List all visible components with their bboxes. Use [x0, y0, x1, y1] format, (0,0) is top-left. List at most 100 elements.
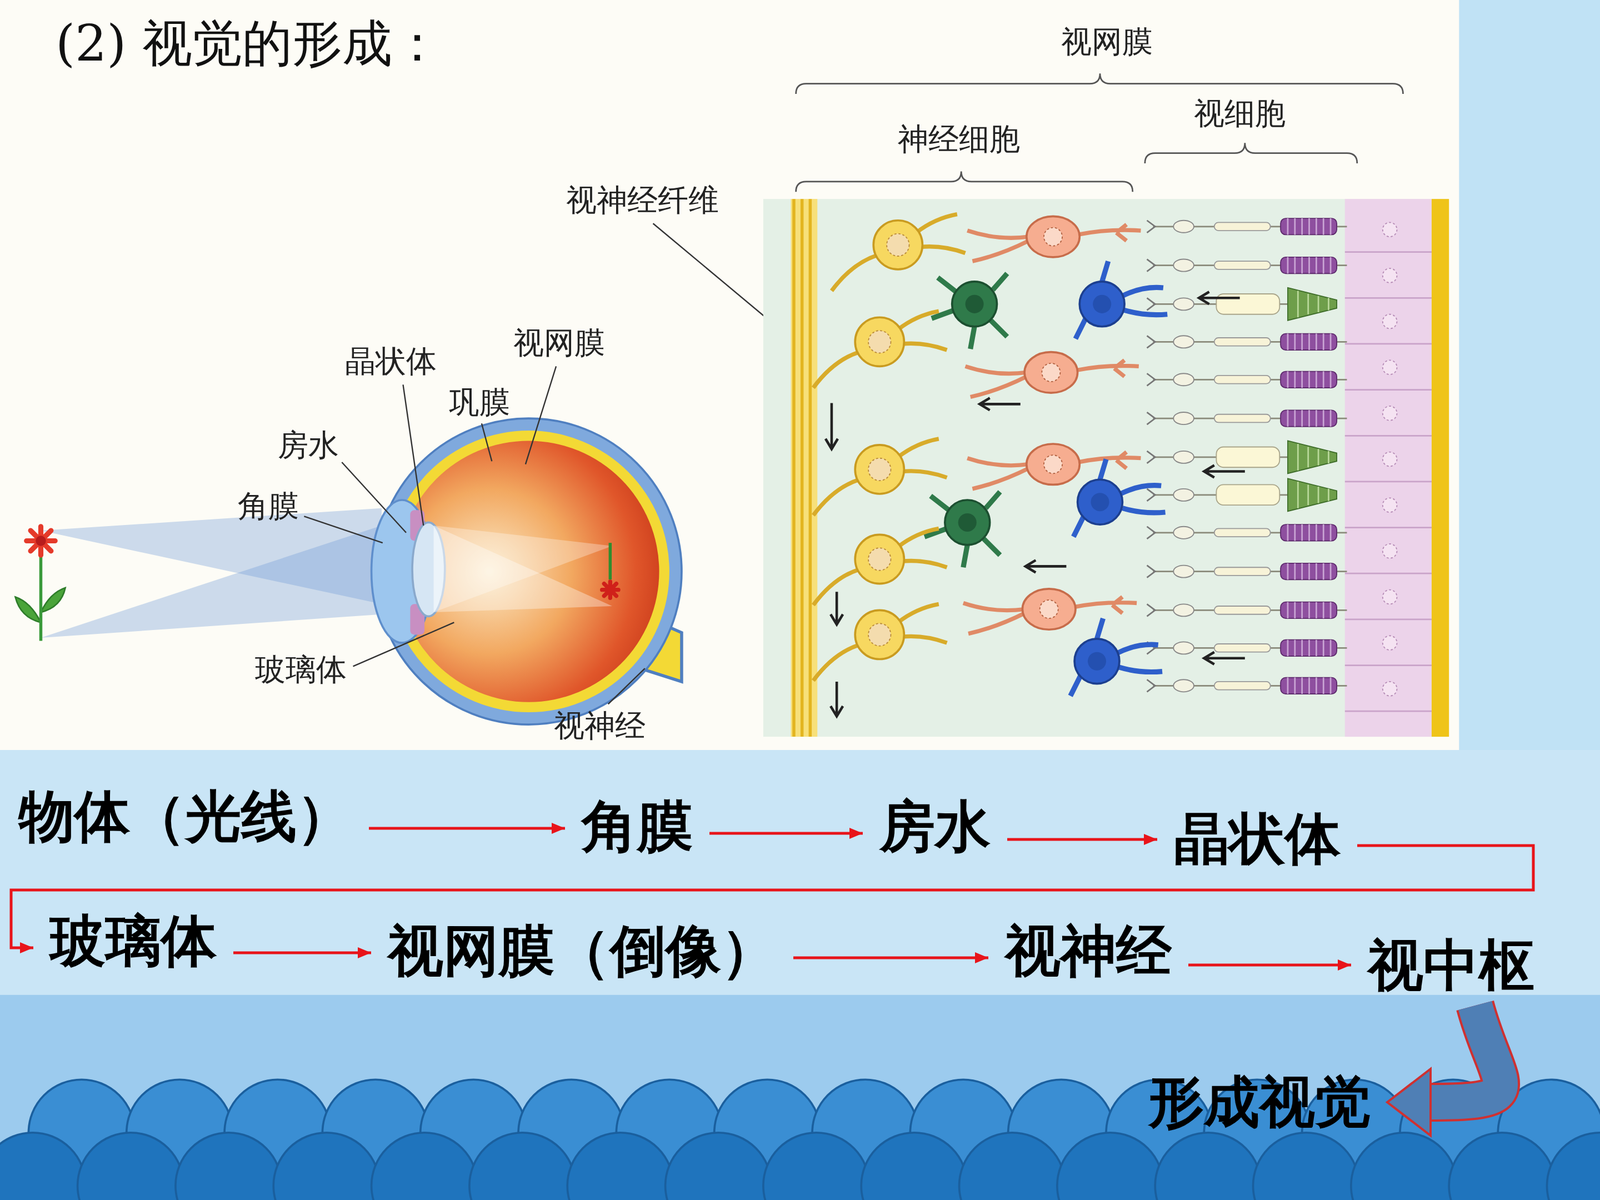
- retina-section: [1345, 681, 1432, 712]
- retina-section: [1345, 406, 1432, 436]
- wave-pattern: [0, 1132, 86, 1200]
- retina-section: [813, 438, 948, 516]
- retina-section: [1146, 602, 1347, 619]
- retina-section: [1146, 677, 1347, 694]
- retina-section: [1146, 257, 1347, 274]
- flow-step: 房水: [862, 793, 1008, 860]
- arrow-line: [233, 951, 372, 955]
- retina-section: [1345, 198, 1432, 737]
- arrow-head: [1337, 959, 1352, 971]
- flow-step-text: 视网膜（倒像）: [387, 917, 777, 985]
- leader-lines: [403, 384, 424, 525]
- retina-section: [1345, 635, 1432, 665]
- retina-section: [1075, 261, 1168, 339]
- retina-section: [1146, 287, 1337, 321]
- flow-step: 晶状体: [1157, 805, 1358, 873]
- flow-step-text: 晶状体: [1173, 805, 1341, 873]
- part-label: 视网膜: [1061, 23, 1153, 60]
- flower-object: [15, 526, 66, 642]
- eyeball: [602, 581, 619, 598]
- flow-step: 视中枢: [1351, 932, 1552, 999]
- retina-section: [1345, 452, 1432, 482]
- retina-section: [1345, 497, 1432, 528]
- eyeball: [387, 430, 670, 713]
- eyeball: [397, 440, 659, 702]
- part-label: 玻璃体: [255, 651, 347, 688]
- wave-pattern: [763, 1132, 870, 1200]
- retina-section: [1345, 268, 1432, 298]
- retina-section: [1345, 360, 1432, 390]
- wave-pattern: [1155, 1132, 1262, 1200]
- flow-step: 形成视觉: [1131, 1068, 1388, 1136]
- curved-arrow-outline: [1428, 1005, 1501, 1103]
- brackets: [796, 73, 1404, 94]
- wave-pattern: [567, 1132, 674, 1200]
- retina-section: [1146, 410, 1347, 427]
- arrow-head: [1387, 1068, 1431, 1136]
- arrow-line: [793, 956, 989, 960]
- flow-arrow: [1007, 833, 1158, 845]
- retina-section: [1345, 590, 1432, 620]
- flower-object: [39, 556, 43, 641]
- retina-section: [1146, 524, 1347, 541]
- part-label: 神经细胞: [897, 120, 1020, 158]
- retina-section: [813, 528, 948, 605]
- wave-pattern: [1057, 1132, 1164, 1200]
- leader-lines: [353, 622, 455, 667]
- arrow-head: [551, 822, 565, 834]
- part-label: 晶状体: [345, 342, 437, 380]
- arrow-line: [1007, 838, 1158, 842]
- flow-step: 视神经: [988, 917, 1189, 985]
- retina-section: [813, 603, 948, 681]
- leader-lines: [341, 462, 407, 533]
- eyeball: [433, 525, 613, 613]
- part-label: 巩膜: [448, 383, 510, 421]
- arrow-head: [1143, 833, 1158, 845]
- slide-background: [1459, 0, 1600, 750]
- flow-step: 视网膜（倒像）: [371, 917, 794, 985]
- flow-step-text: 角膜: [581, 793, 693, 860]
- retina-section: [1146, 371, 1347, 388]
- retina-section: [1146, 333, 1347, 350]
- wave-pattern: [861, 1132, 968, 1200]
- retina-section: [931, 273, 1008, 349]
- flower-object: [26, 526, 55, 555]
- retina-section: [793, 198, 810, 737]
- part-label: 房水: [277, 426, 339, 464]
- retina-section: [967, 443, 1141, 489]
- brackets: [796, 73, 1404, 192]
- flow-step: 物体（光线）: [2, 783, 369, 850]
- part-label: 视神经: [553, 707, 646, 744]
- retina-section: [1146, 640, 1347, 657]
- flower-object: [35, 535, 46, 546]
- eyeball: [371, 418, 682, 725]
- retina-section: [1345, 543, 1432, 574]
- wave-pattern: [273, 1132, 380, 1200]
- leader-lines: [303, 516, 383, 543]
- flow-step-text: 形成视觉: [1148, 1068, 1371, 1136]
- arrow-head: [357, 947, 372, 959]
- part-label: 视神经纤维: [566, 181, 719, 219]
- wave-pattern: [1253, 1132, 1360, 1200]
- flow-step: 玻璃体: [33, 907, 234, 975]
- wave-pattern: [1351, 1132, 1458, 1200]
- wave-pattern: [1546, 1132, 1600, 1200]
- eyeball: [375, 418, 682, 725]
- flow-step: 角膜: [565, 793, 710, 860]
- wave-pattern: [959, 1132, 1066, 1200]
- flow-arrow: [1387, 1005, 1501, 1136]
- retina-section: [1070, 618, 1163, 697]
- leader-lines: [608, 668, 645, 704]
- retina-section: [763, 198, 1449, 737]
- arrow-line: [709, 832, 863, 835]
- retina-section: [1345, 222, 1432, 252]
- wave-pattern: [371, 1132, 478, 1200]
- leader-lines: [303, 223, 801, 704]
- retina-section: [967, 216, 1141, 262]
- wave-pattern: [77, 1132, 184, 1200]
- flow-step-text: 视中枢: [1367, 932, 1535, 999]
